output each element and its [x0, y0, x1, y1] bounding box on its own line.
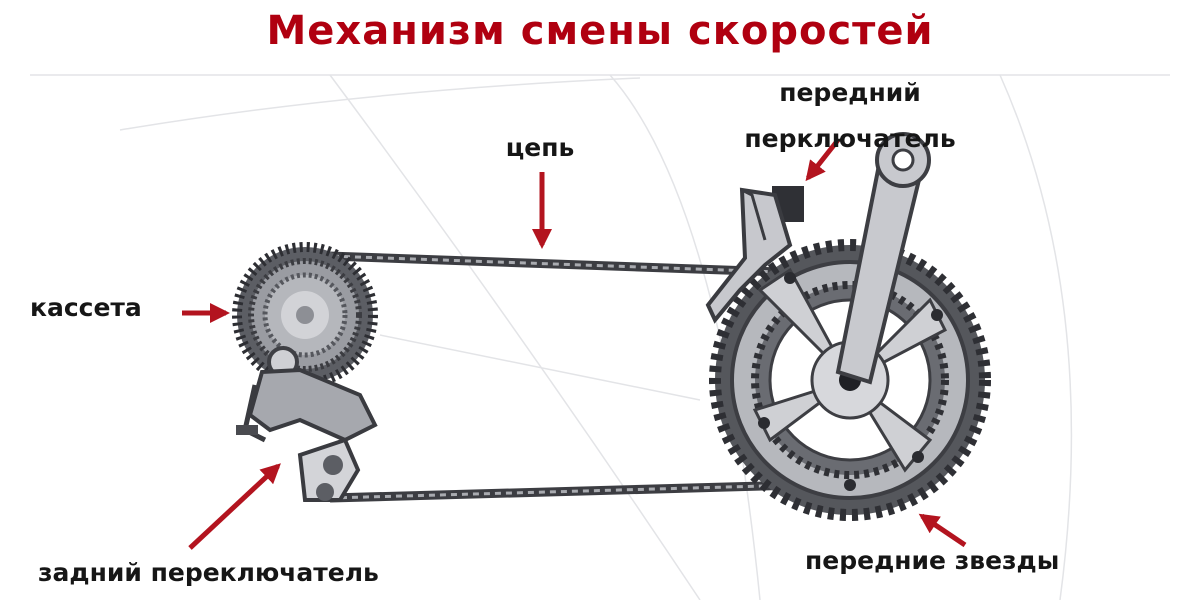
- rear-derailleur: [236, 346, 378, 502]
- cassette: [232, 242, 378, 388]
- rear-derailleur-label: задний переключатель: [38, 558, 379, 587]
- diagram-title: Механизм смены скоростей: [266, 8, 934, 54]
- front-derailleur: [705, 186, 804, 324]
- front-derailleur-arrow: [805, 138, 840, 182]
- chainrings-label: передние звезды: [805, 546, 1060, 575]
- chainrings-arrow: [918, 513, 967, 548]
- front-chainrings: [709, 239, 991, 521]
- cassette-label: кассета: [30, 293, 142, 322]
- crank-arm: [835, 132, 931, 385]
- chain: [299, 250, 801, 503]
- annotation-arrows: [182, 138, 967, 550]
- rear-derailleur-arrow: [188, 463, 281, 550]
- chain-label: цепь: [505, 133, 575, 162]
- front-derailleur-label: передний перключатель: [744, 78, 956, 153]
- frame-guide-lines: [30, 74, 1170, 600]
